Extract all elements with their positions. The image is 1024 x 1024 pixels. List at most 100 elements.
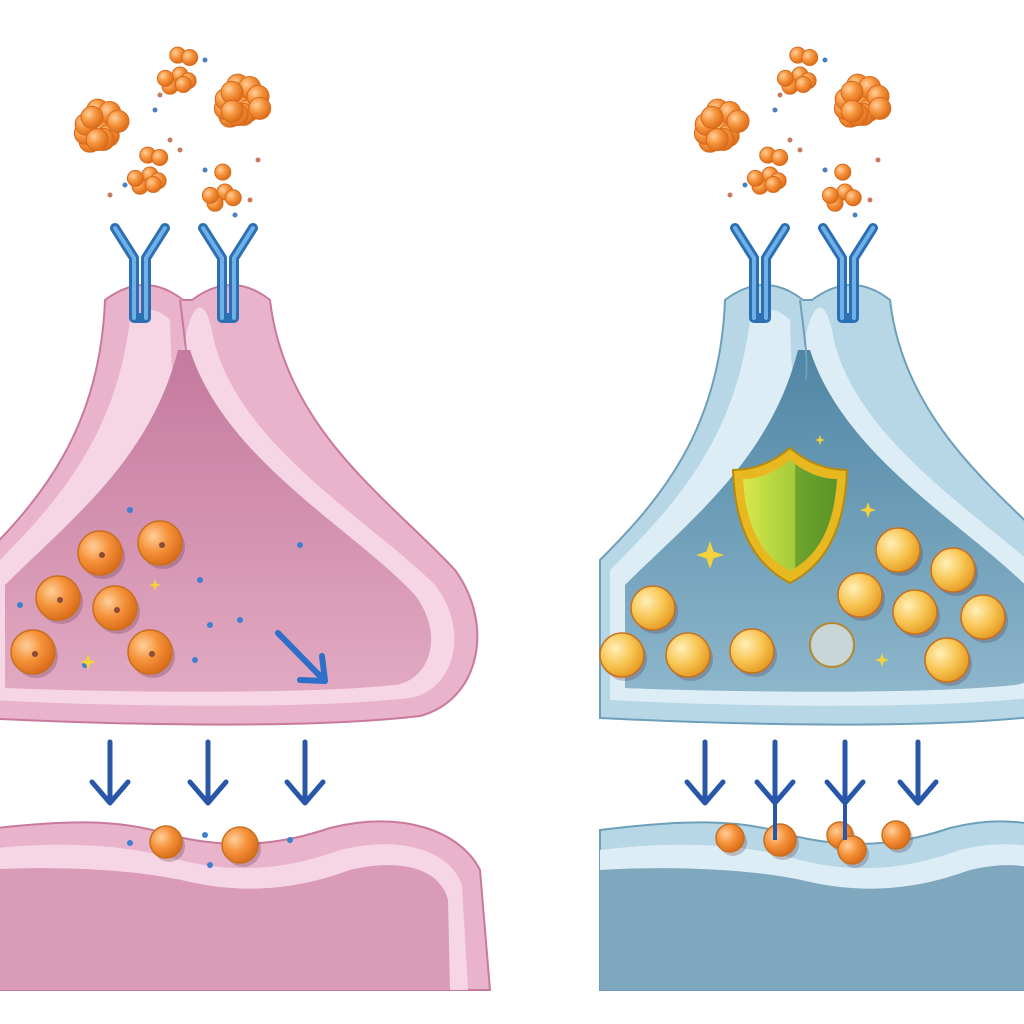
arrow-shape [89, 739, 131, 806]
vesicle-icon [137, 520, 185, 569]
particle [214, 163, 232, 181]
vesicle [763, 823, 797, 857]
particle [248, 96, 272, 120]
small-particle [202, 832, 208, 838]
arrow-shape [824, 739, 866, 806]
vesicle [960, 594, 1006, 640]
vesicle-icon [930, 547, 978, 596]
particle-cluster-icon [746, 146, 789, 195]
vesicle-icon [149, 825, 185, 862]
particle [705, 128, 729, 152]
particle [201, 186, 219, 204]
small-particle [127, 840, 133, 846]
vesicle-icon [221, 826, 261, 867]
down-arrow-icon [89, 739, 131, 806]
small-particle [727, 192, 733, 198]
sparkle-icon [875, 653, 889, 667]
small-particle [202, 57, 208, 63]
diagonal-arrow-icon [275, 630, 328, 684]
particle [821, 186, 839, 204]
arrow-shape [284, 739, 326, 806]
release-line [773, 800, 777, 840]
vesicle-icon [599, 632, 647, 681]
damaged-vesicle [809, 622, 855, 668]
particle [106, 109, 130, 133]
particle-cluster-icon [126, 146, 169, 195]
vesicle [875, 527, 921, 573]
small-particle [177, 147, 183, 153]
down-arrow-icon [684, 739, 726, 806]
sparkle-icon [149, 579, 161, 591]
sparkle-icon [696, 541, 724, 569]
sparkle-icon [815, 435, 825, 445]
vesicle-icon [837, 572, 885, 621]
particle [220, 99, 244, 123]
small-particle [852, 212, 858, 218]
vesicle-icon [960, 594, 1008, 643]
particle [844, 189, 862, 207]
vesicle [715, 823, 745, 853]
particle-cluster-icon [213, 73, 272, 128]
vesicle [892, 589, 938, 635]
small-particle [287, 837, 293, 843]
vesicle [729, 628, 775, 674]
particle [224, 189, 242, 207]
arrow-shape [187, 739, 229, 806]
vesicle-core [57, 597, 63, 603]
particle [85, 128, 109, 152]
particle [726, 109, 750, 133]
receptor-highlight [201, 226, 255, 320]
vesicle [837, 835, 867, 865]
particle [126, 169, 144, 187]
vesicle-icon [665, 632, 713, 681]
particle-cluster-icon [201, 163, 242, 212]
small-particle [152, 107, 158, 113]
small-particle [122, 182, 128, 188]
vesicle [630, 585, 676, 631]
right-synapse [599, 46, 1024, 991]
particle [834, 163, 852, 181]
particle [771, 148, 789, 166]
particle [764, 175, 782, 193]
vesicle-icon [35, 575, 83, 624]
particle [174, 75, 192, 93]
membrane-cleft [799, 299, 808, 381]
postsynaptic-interior [0, 865, 450, 990]
shield-icon [731, 446, 849, 585]
small-particle [297, 542, 303, 548]
small-particle [875, 157, 881, 163]
release-line [843, 800, 847, 840]
small-particle [107, 192, 113, 198]
particle-cluster-icon [693, 98, 750, 153]
small-particle [207, 862, 213, 868]
vesicle-icon [92, 585, 140, 634]
particle [156, 69, 174, 87]
receptor-highlight [733, 226, 787, 320]
small-particle [202, 167, 208, 173]
particle-cluster-icon [833, 73, 892, 128]
vesicle [837, 572, 883, 618]
small-particle [742, 182, 748, 188]
small-particle [772, 107, 778, 113]
shield-face [743, 460, 837, 571]
membrane-cleft [179, 299, 188, 381]
small-particle [797, 147, 803, 153]
vesicle-icon [729, 628, 777, 677]
vesicle-icon [924, 637, 972, 686]
small-particle [777, 92, 783, 98]
vesicle-icon [127, 629, 175, 678]
vesicle [599, 632, 645, 678]
vesicle [930, 547, 976, 593]
vesicle-core [159, 542, 165, 548]
particle [868, 96, 892, 120]
particle [801, 48, 819, 66]
particle-cluster-icon [73, 98, 130, 153]
particle [794, 75, 812, 93]
small-particle [197, 577, 203, 583]
vesicle-icon [10, 629, 58, 678]
down-arrow-icon [187, 739, 229, 806]
postsynaptic-interior [600, 865, 1024, 990]
receptor-highlight [113, 226, 167, 320]
vesicle [665, 632, 711, 678]
